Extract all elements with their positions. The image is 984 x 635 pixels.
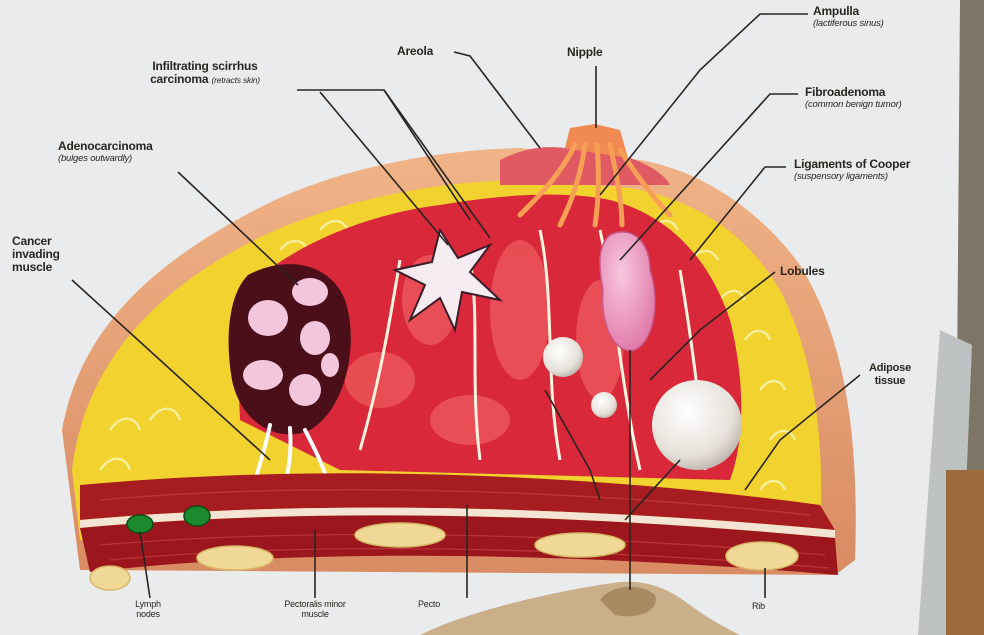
label-rib: Rib [752,601,765,611]
tiny-cyst [591,392,617,418]
label-pect-minor-line2: muscle [301,609,328,619]
label-fibroadenoma-subtitle: (common benign tumor) [805,99,902,110]
label-fibroadenoma: Fibroadenoma (common benign tumor) [805,86,902,110]
label-adipose-line1: Adipose [869,362,911,374]
label-adenocarcinoma: Adenocarcinoma (bulges outwardly) [58,140,153,164]
label-scirrhus-carcinoma: Infiltrating scirrhus carcinoma (retract… [110,60,300,87]
label-cancer-line2: invading [12,247,60,261]
label-adipose-line2: tissue [875,375,906,387]
label-lymph-nodes: Lymph nodes [118,599,178,619]
label-scirrhus-line1: Infiltrating scirrhus [152,59,257,73]
label-cooper-subtitle: (suspensory ligaments) [794,171,910,182]
label-ampulla-title: Ampulla [813,4,859,18]
label-adipose-tissue: Adipose tissue [860,362,920,388]
label-cancer-invading-muscle: Cancer invading muscle [12,235,60,274]
label-pectoralis-major: Pecto [418,599,440,609]
label-cancer-line1: Cancer [12,234,52,248]
label-pect-minor-line1: Pectoralis minor [284,599,345,609]
label-adenocarcinoma-subtitle: (bulges outwardly) [58,153,153,164]
label-ampulla-subtitle: (lactiferous sinus) [813,18,884,29]
label-cooper-title: Ligaments of Cooper [794,157,910,171]
label-ligaments-of-cooper: Ligaments of Cooper (suspensory ligament… [794,158,910,182]
label-lobules: Lobules [780,265,825,278]
label-scirrhus-line2: carcinoma [150,72,208,86]
label-fibroadenoma-title: Fibroadenoma [805,85,885,99]
wood-object [946,470,984,635]
label-lymph-line2: nodes [136,609,160,619]
label-nipple: Nipple [567,46,602,59]
label-adenocarcinoma-title: Adenocarcinoma [58,139,153,153]
label-cancer-line3: muscle [12,260,52,274]
label-scirrhus-subtitle: (retracts skin) [211,75,259,85]
large-cyst [652,380,742,470]
label-pectoralis-minor: Pectoralis minor muscle [255,599,375,619]
label-areola: Areola [397,45,433,58]
label-lymph-line1: Lymph [135,599,161,609]
small-cyst [543,337,583,377]
label-ampulla: Ampulla (lactiferous sinus) [813,5,884,29]
